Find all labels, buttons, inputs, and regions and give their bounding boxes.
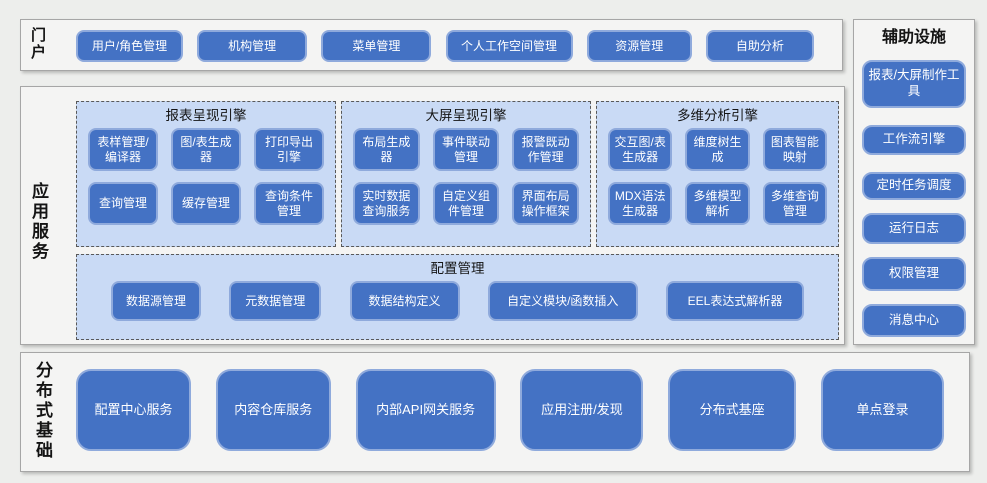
- node-permission-management: 权限管理: [862, 257, 966, 291]
- node-chart-smart-mapping: 图表智能映射: [762, 128, 827, 171]
- node-event-linkage-management: 事件联动管理: [432, 128, 500, 171]
- app-services-section-label: 应用服务: [29, 182, 48, 262]
- node-metadata-management: 元数据管理: [229, 281, 322, 321]
- node-chart-table-generator: 图/表生成器: [171, 128, 241, 171]
- node-dimension-tree-generation: 维度树生成: [685, 128, 750, 171]
- node-internal-api-gateway-service: 内部API网关服务: [355, 369, 496, 451]
- portal-section: 门户 用户/角色管理 机构管理 菜单管理 个人工作空间管理 资源管理 自助分析: [20, 19, 843, 71]
- config-management-title: 配置管理: [430, 261, 485, 276]
- node-data-structure-definition: 数据结构定义: [349, 281, 460, 321]
- portal-section-label: 门户: [29, 27, 46, 61]
- bigscreen-render-engine-panel: 大屏呈现引擎 布局生成器 事件联动管理 报警既动作管理 实时数据查询服务 自定义…: [341, 101, 591, 247]
- node-workflow-engine: 工作流引擎: [862, 125, 966, 155]
- app-services-section: 应用服务 报表呈现引擎 表样管理/编译器 图/表生成器 打印导出引擎 查询管理 …: [20, 86, 845, 345]
- node-self-service-analysis: 自助分析: [705, 30, 814, 62]
- auxiliary-column: 辅助设施 报表/大屏制作工具 工作流引擎 定时任务调度 运行日志 权限管理 消息…: [854, 20, 974, 337]
- multidim-analysis-engine-grid: 交互图/表生成器 维度树生成 图表智能映射 MDX语法生成器 多维模型解析 多维…: [597, 126, 838, 225]
- report-render-engine-title: 报表呈现引擎: [165, 108, 247, 123]
- node-report-bigscreen-authoring-tool: 报表/大屏制作工具: [862, 60, 966, 108]
- node-ui-layout-operation-framework: 界面布局操作框架: [512, 182, 579, 225]
- auxiliary-section: 辅助设施 报表/大屏制作工具 工作流引擎 定时任务调度 运行日志 权限管理 消息…: [853, 19, 975, 345]
- node-layout-generator: 布局生成器: [353, 128, 420, 171]
- node-app-registration-discovery: 应用注册/发现: [520, 369, 644, 451]
- node-custom-module-function-insert: 自定义模块/函数插入: [487, 281, 638, 321]
- node-config-center-service: 配置中心服务: [76, 369, 191, 451]
- node-eel-expression-parser: EEL表达式解析器: [666, 281, 804, 321]
- node-mdx-syntax-generator: MDX语法生成器: [608, 182, 673, 225]
- node-message-center: 消息中心: [862, 304, 966, 337]
- node-report-style-compiler: 表样管理/编译器: [88, 128, 158, 171]
- auxiliary-section-title: 辅助设施: [881, 29, 946, 46]
- node-query-condition-management: 查询条件管理: [254, 182, 324, 225]
- node-run-log: 运行日志: [862, 213, 966, 244]
- bigscreen-render-engine-title: 大屏呈现引擎: [425, 108, 507, 123]
- node-user-role-management: 用户/角色管理: [76, 30, 183, 62]
- node-content-repository-service: 内容仓库服务: [215, 369, 331, 451]
- node-resource-management: 资源管理: [586, 30, 692, 62]
- node-alarm-action-management: 报警既动作管理: [512, 128, 579, 171]
- node-custom-component-management: 自定义组件管理: [432, 182, 500, 225]
- node-single-sign-on: 单点登录: [820, 369, 944, 451]
- distributed-foundation-label: 分布式基础: [33, 361, 52, 461]
- bigscreen-render-engine-grid: 布局生成器 事件联动管理 报警既动作管理 实时数据查询服务 自定义组件管理 界面…: [342, 126, 590, 225]
- node-print-export-engine: 打印导出引擎: [254, 128, 324, 171]
- multidim-analysis-engine-title: 多维分析引擎: [677, 108, 758, 123]
- node-query-management: 查询管理: [88, 182, 158, 225]
- report-render-engine-grid: 表样管理/编译器 图/表生成器 打印导出引擎 查询管理 缓存管理 查询条件管理: [77, 126, 335, 225]
- node-cache-management: 缓存管理: [171, 182, 241, 225]
- config-management-panel: 配置管理 数据源管理 元数据管理 数据结构定义 自定义模块/函数插入 EEL表达…: [76, 254, 839, 340]
- node-multidim-model-parsing: 多维模型解析: [685, 182, 750, 225]
- node-realtime-data-query-service: 实时数据查询服务: [353, 182, 420, 225]
- multidim-analysis-engine-panel: 多维分析引擎 交互图/表生成器 维度树生成 图表智能映射 MDX语法生成器 多维…: [596, 101, 839, 247]
- node-menu-management: 菜单管理: [321, 30, 432, 62]
- node-personal-workspace-management: 个人工作空间管理: [445, 30, 573, 62]
- distributed-foundation-section: 分布式基础 配置中心服务 内容仓库服务 内部API网关服务 应用注册/发现 分布…: [20, 352, 970, 472]
- portal-button-row: 用户/角色管理 机构管理 菜单管理 个人工作空间管理 资源管理 自助分析: [76, 30, 814, 62]
- node-distributed-base: 分布式基座: [668, 369, 797, 451]
- distributed-button-row: 配置中心服务 内容仓库服务 内部API网关服务 应用注册/发现 分布式基座 单点…: [76, 369, 944, 451]
- node-org-management: 机构管理: [197, 30, 308, 62]
- node-multidim-query-management: 多维查询管理: [762, 182, 827, 225]
- node-interactive-chart-generator: 交互图/表生成器: [608, 128, 673, 171]
- node-datasource-management: 数据源管理: [111, 281, 201, 321]
- report-render-engine-panel: 报表呈现引擎 表样管理/编译器 图/表生成器 打印导出引擎 查询管理 缓存管理 …: [76, 101, 336, 247]
- config-management-row: 数据源管理 元数据管理 数据结构定义 自定义模块/函数插入 EEL表达式解析器: [77, 279, 838, 321]
- node-scheduled-task-scheduler: 定时任务调度: [862, 172, 966, 200]
